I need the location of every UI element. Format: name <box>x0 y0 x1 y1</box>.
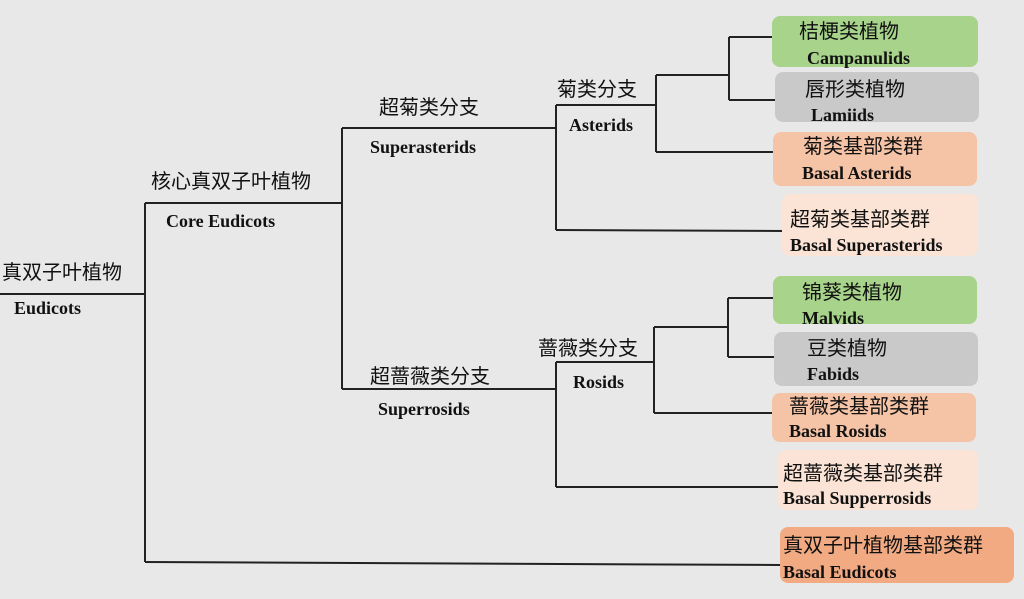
leaf-fabids: 豆类植物 Fabids <box>774 332 978 386</box>
leaf-basal-asterids-zh: 菊类基部类群 <box>803 134 923 158</box>
leaf-basal-superrosids-en: Basal Supperrosids <box>783 488 932 508</box>
leaf-basal-rosids: 蔷薇类基部类群 Basal Rosids <box>772 393 976 442</box>
leaf-basal-superasterids-zh: 超菊类基部类群 <box>790 207 930 231</box>
edge-basal-eudicots <box>144 561 781 566</box>
leaf-campanulids-en: Campanulids <box>807 48 911 68</box>
leaf-basal-asterids: 菊类基部类群 Basal Asterids <box>773 132 977 186</box>
leaf-basal-eudicots-en: Basal Eudicots <box>783 562 897 582</box>
node-core-eudicots-zh: 核心真双子叶植物 <box>151 169 311 193</box>
leaf-basal-rosids-en: Basal Rosids <box>789 421 887 441</box>
leaf-lamiids-zh: 唇形类植物 <box>805 77 905 101</box>
leaf-basal-superasterids: 超菊类基部类群 Basal Superasterids <box>782 194 978 256</box>
leaf-malvids: 锦葵类植物 Malvids <box>773 276 977 328</box>
leaf-malvids-en: Malvids <box>802 308 865 328</box>
leaf-malvids-zh: 锦葵类植物 <box>802 280 902 304</box>
node-superasterids-en: Superasterids <box>370 137 477 157</box>
node-superrosids-zh: 超蔷薇类分支 <box>370 364 490 388</box>
leaf-basal-rosids-zh: 蔷薇类基部类群 <box>789 394 929 418</box>
node-superasterids-zh: 超菊类分支 <box>379 95 479 119</box>
leaf-campanulids-zh: 桔梗类植物 <box>799 19 899 43</box>
leaf-fabids-en: Fabids <box>807 364 860 384</box>
leaf-basal-asterids-en: Basal Asterids <box>802 163 912 183</box>
node-eudicots-en: Eudicots <box>14 298 82 318</box>
leaf-basal-superrosids: 超蔷薇类基部类群 Basal Supperrosids <box>778 450 978 510</box>
leaf-fabids-zh: 豆类植物 <box>807 336 887 360</box>
node-core-eudicots-en: Core Eudicots <box>166 211 276 231</box>
node-rosids-en: Rosids <box>573 372 625 392</box>
leaf-basal-superrosids-zh: 超蔷薇类基部类群 <box>783 461 943 485</box>
leaf-basal-eudicots: 真双子叶植物基部类群 Basal Eudicots <box>780 527 1014 583</box>
leaf-lamiids: 唇形类植物 Lamiids <box>775 72 979 125</box>
leaf-basal-superasterids-en: Basal Superasterids <box>790 235 943 255</box>
leaf-lamiids-en: Lamiids <box>811 105 875 125</box>
node-asterids-en: Asterids <box>569 115 633 135</box>
node-rosids-zh: 蔷薇类分支 <box>538 336 638 360</box>
edge-basal-superasterids <box>555 229 786 232</box>
node-asterids-zh: 菊类分支 <box>557 77 637 101</box>
leaf-basal-eudicots-zh: 真双子叶植物基部类群 <box>783 533 983 557</box>
node-eudicots-zh: 真双子叶植物 <box>2 260 122 284</box>
node-superrosids-en: Superrosids <box>378 399 470 419</box>
leaf-campanulids: 桔梗类植物 Campanulids <box>772 16 978 67</box>
